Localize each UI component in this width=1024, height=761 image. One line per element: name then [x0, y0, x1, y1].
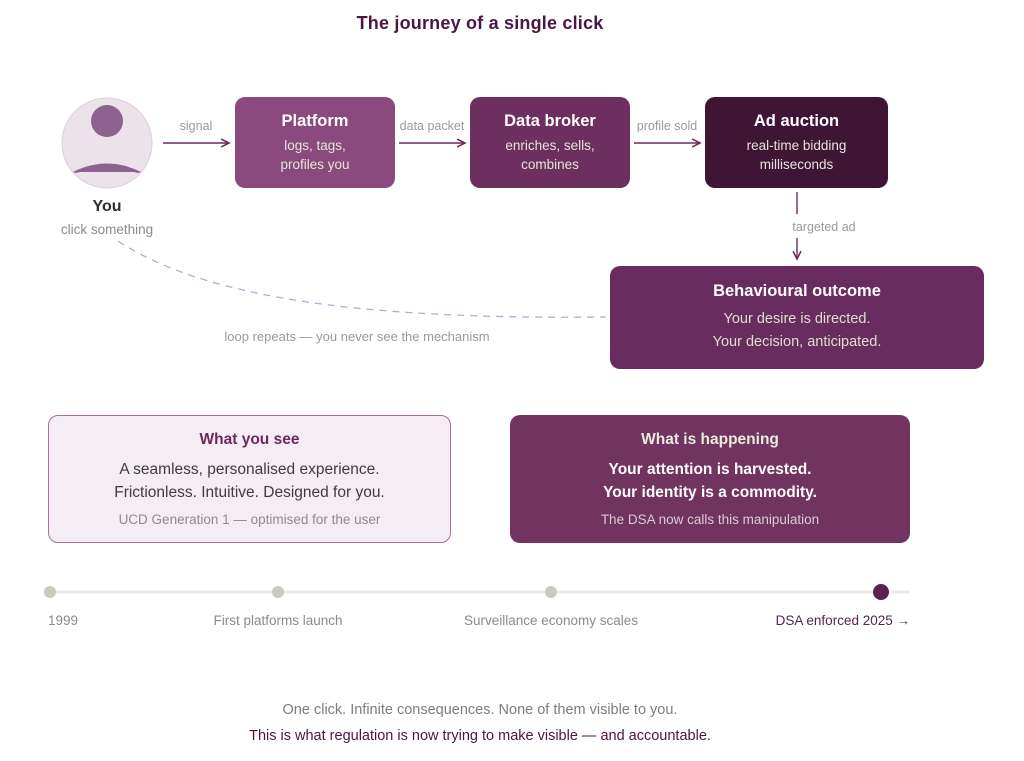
timeline-dot-1999	[44, 586, 56, 598]
you-label: You	[92, 198, 122, 215]
timeline-label-surveillance: Surveillance economy scales	[463, 613, 639, 628]
panel-title: What is happening	[641, 431, 779, 448]
targeted-ad-label: targeted ad	[792, 220, 856, 234]
node-line: milliseconds	[759, 156, 834, 172]
panel-note: The DSA now calls this manipulation	[600, 512, 820, 527]
timeline-label-1999: 1999	[48, 613, 79, 628]
timeline-label-dsa: DSA enforced 2025 →	[775, 613, 910, 628]
loop-repeats-label: loop repeats — you never see the mechani…	[224, 329, 490, 344]
node-line: Your desire is directed.	[723, 310, 871, 327]
flow-node-platform: Platform logs, tags, profiles you	[235, 97, 395, 188]
panel-line: Your identity is a commodity.	[603, 484, 817, 501]
footer-caption-accent: This is what regulation is now trying to…	[249, 728, 711, 744]
node-line: real-time bidding	[746, 137, 847, 153]
node-line: logs, tags,	[284, 137, 346, 153]
timeline	[44, 584, 910, 600]
panel-title: What you see	[199, 431, 300, 448]
flow-node-ad-auction: Ad auction real-time bidding millisecond…	[705, 97, 888, 188]
panel-line: Your attention is harvested.	[608, 461, 812, 478]
you-sublabel: click something	[60, 222, 154, 237]
node-line: Your decision, anticipated.	[712, 333, 882, 350]
panel-line: A seamless, personalised experience.	[119, 461, 380, 478]
node-line: enriches, sells,	[505, 137, 595, 153]
profile-sold-arrow-label: profile sold	[636, 119, 698, 133]
data-packet-arrow-label: data packet	[399, 119, 465, 133]
node-line: combines	[521, 156, 579, 172]
node-title: Behavioural outcome	[713, 281, 881, 300]
panel-what-you-see: What you see A seamless, personalised ex…	[48, 415, 451, 543]
signal-arrow-label: signal	[179, 119, 213, 133]
node-title: Data broker	[504, 111, 596, 130]
page-title: The journey of a single click	[356, 13, 604, 33]
node-title: Ad auction	[753, 111, 840, 130]
panel-line: Frictionless. Intuitive. Designed for yo…	[114, 484, 385, 501]
timeline-dot-surveillance	[545, 586, 557, 598]
flow-node-data-broker: Data broker enriches, sells, combines	[470, 97, 630, 188]
timeline-label-platforms: First platforms launch	[213, 613, 343, 628]
timeline-dot-platforms	[272, 586, 284, 598]
node-line: profiles you	[280, 156, 350, 172]
flow-node-behavioural-outcome: Behavioural outcome Your desire is direc…	[610, 266, 984, 369]
timeline-dot-dsa	[873, 584, 889, 600]
user-avatar-icon	[61, 97, 153, 189]
loop-curve	[117, 240, 607, 318]
node-title: Platform	[281, 111, 349, 130]
panel-what-is-happening: What is happening Your attention is harv…	[510, 415, 910, 543]
panel-note: UCD Generation 1 — optimised for the use…	[118, 512, 381, 527]
footer-caption: One click. Infinite consequences. None o…	[282, 702, 678, 718]
